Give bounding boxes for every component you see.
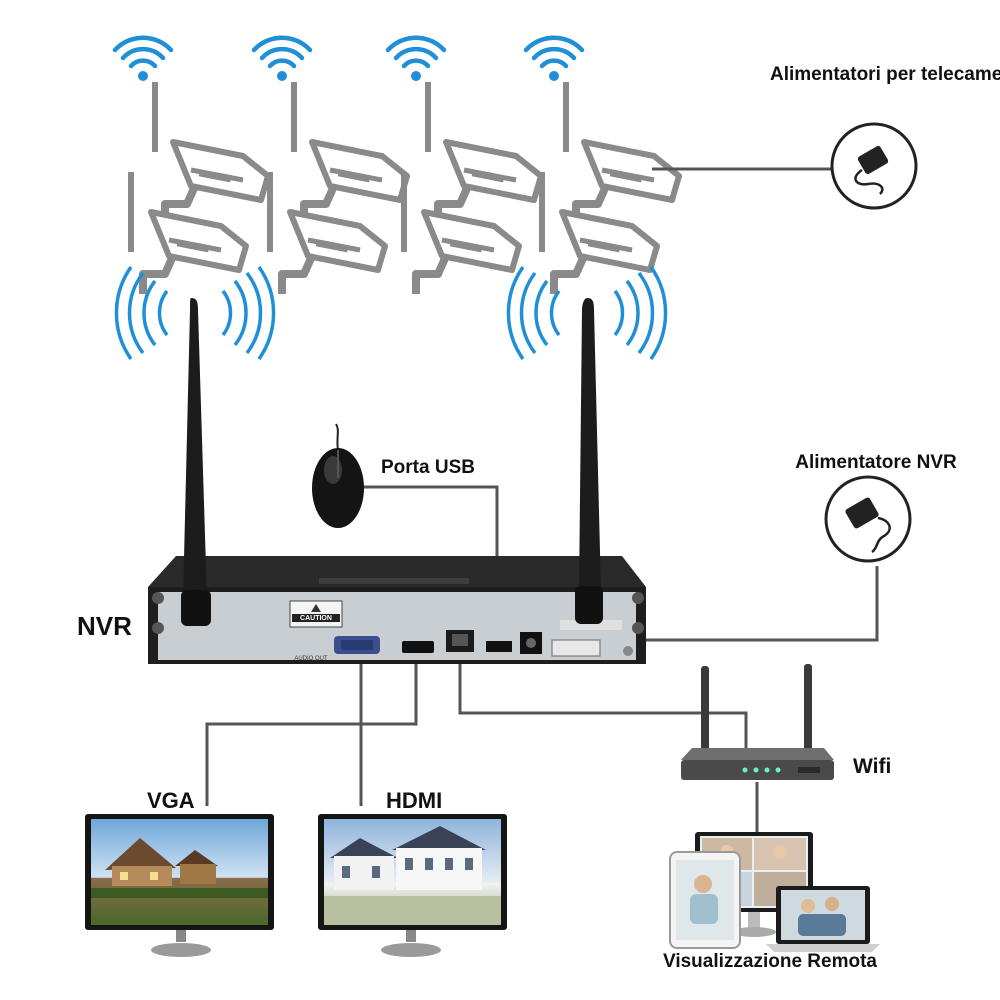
security-camera-icon	[404, 82, 541, 294]
wifi-label: Wifi	[853, 755, 892, 778]
wifi-signal-icon	[388, 38, 444, 81]
wifi-signal-icon	[254, 38, 310, 81]
remote-view-label: Visualizzazione Remota	[663, 951, 877, 972]
mouse-icon	[312, 423, 364, 528]
wifi-signal-icon	[526, 38, 582, 81]
hdmi-label: HDMI	[386, 788, 443, 813]
antenna-icon	[575, 298, 603, 624]
power-adapter-icon	[830, 122, 918, 210]
usb-port-label: Porta USB	[381, 457, 475, 478]
lan-cable	[458, 650, 748, 752]
laptop-icon	[766, 886, 880, 952]
antenna-icon	[181, 298, 211, 626]
wifi-signal-icon	[115, 38, 171, 81]
audio-out-text: AUDIO OUT	[294, 656, 328, 662]
security-camera-icon	[542, 82, 679, 294]
router-icon	[681, 664, 834, 780]
vga-label: VGA	[147, 788, 195, 813]
tablet-icon	[669, 851, 741, 949]
security-camera-icon	[131, 82, 268, 294]
monitor-icon	[85, 814, 274, 957]
nvr-device	[148, 556, 646, 664]
nvr-label: NVR	[77, 611, 132, 641]
caution-text: CAUTION	[300, 615, 332, 622]
vga-cable	[205, 655, 418, 806]
remote-devices	[669, 832, 880, 952]
monitor-icon	[318, 814, 507, 957]
nvr-power-label: Alimentatore NVR	[795, 452, 957, 473]
power-adapter-icon	[824, 475, 912, 563]
camera-power-label: Alimentatori per telecamere	[770, 64, 1000, 85]
nvr-power-cable	[625, 566, 879, 642]
security-camera-icon	[270, 82, 407, 294]
